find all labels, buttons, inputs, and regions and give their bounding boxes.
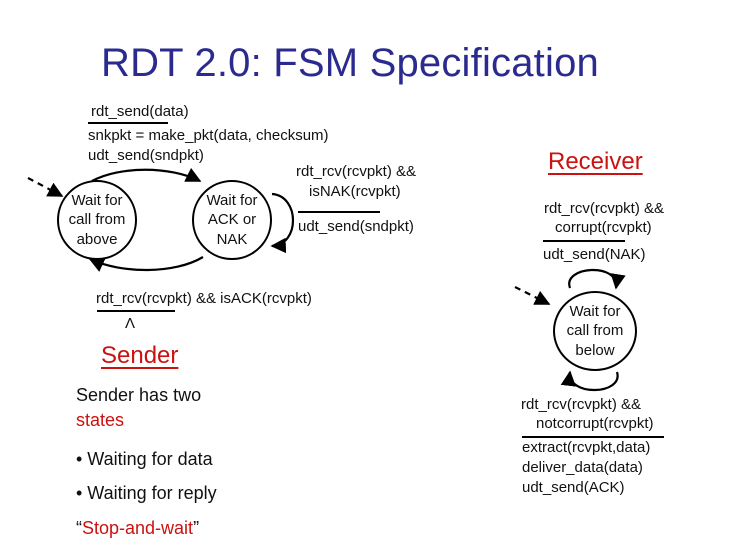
ack-transition-arrow — [88, 256, 204, 272]
page-title: RDT 2.0: FSM Specification — [101, 41, 599, 85]
send-transition-arrow — [91, 167, 202, 182]
ack-action-label: Λ — [125, 315, 136, 332]
quote-open: “ — [76, 518, 82, 538]
ack-transition-divider — [97, 310, 175, 312]
notcorrupt-transition-divider — [522, 436, 664, 438]
receiver-heading: Receiver — [548, 148, 643, 175]
nak-transition-divider — [298, 211, 380, 213]
corrupt-self-loop-arrow — [568, 268, 626, 290]
nak-event-label-1: rdt_rcv(rcvpkt) && — [296, 163, 417, 180]
note-states: states — [76, 410, 125, 430]
sender-heading: Sender — [101, 342, 179, 369]
send-action-label-2: udt_send(sndpkt) — [88, 147, 204, 164]
state-wait-for-ack-or-nak: Wait for ACK or NAK — [192, 180, 272, 260]
note-stop-and-wait: “Stop-and-wait” — [76, 518, 199, 539]
note-sender-has-two: Sender has two — [76, 385, 202, 405]
state-label: Wait for call from above — [68, 191, 126, 248]
state-wait-for-call-from-above: Wait for call from above — [57, 180, 137, 260]
send-action-label-1: snkpkt = make_pkt(data, checksum) — [88, 127, 329, 144]
state-label: Wait for ACK or NAK — [206, 191, 258, 248]
corrupt-action-label: udt_send(NAK) — [543, 246, 646, 263]
notcorrupt-action-label-3: udt_send(ACK) — [522, 479, 625, 496]
receiver-initial-arrow — [514, 286, 551, 305]
notcorrupt-self-loop-arrow — [560, 370, 619, 392]
stop-and-wait-term: Stop-and-wait — [82, 518, 194, 538]
notcorrupt-action-label-2: deliver_data(data) — [522, 459, 643, 476]
corrupt-transition-divider — [543, 240, 625, 242]
note-bullet-waiting-for-data: • Waiting for data — [76, 449, 213, 469]
notcorrupt-event-label-1: rdt_rcv(rcvpkt) && — [521, 396, 642, 413]
notcorrupt-event-label-2: notcorrupt(rcvpkt) — [536, 415, 654, 432]
corrupt-event-label-2: corrupt(rcvpkt) — [555, 219, 652, 236]
nak-event-label-2: isNAK(rcvpkt) — [309, 183, 401, 200]
sender-initial-arrow — [27, 177, 64, 197]
send-transition-divider — [88, 122, 168, 124]
state-label: Wait for call from below — [566, 302, 624, 359]
nak-self-loop-arrow — [270, 192, 294, 254]
ack-event-label: rdt_rcv(rcvpkt) && isACK(rcvpkt) — [96, 290, 312, 307]
quote-close: ” — [193, 518, 200, 538]
send-event-label: rdt_send(data) — [91, 103, 189, 120]
corrupt-event-label-1: rdt_rcv(rcvpkt) && — [544, 200, 665, 217]
state-wait-for-call-from-below: Wait for call from below — [553, 291, 637, 371]
note-bullet-waiting-for-reply: • Waiting for reply — [76, 483, 217, 503]
nak-action-label: udt_send(sndpkt) — [298, 218, 414, 235]
notcorrupt-action-label-1: extract(rcvpkt,data) — [522, 439, 651, 456]
